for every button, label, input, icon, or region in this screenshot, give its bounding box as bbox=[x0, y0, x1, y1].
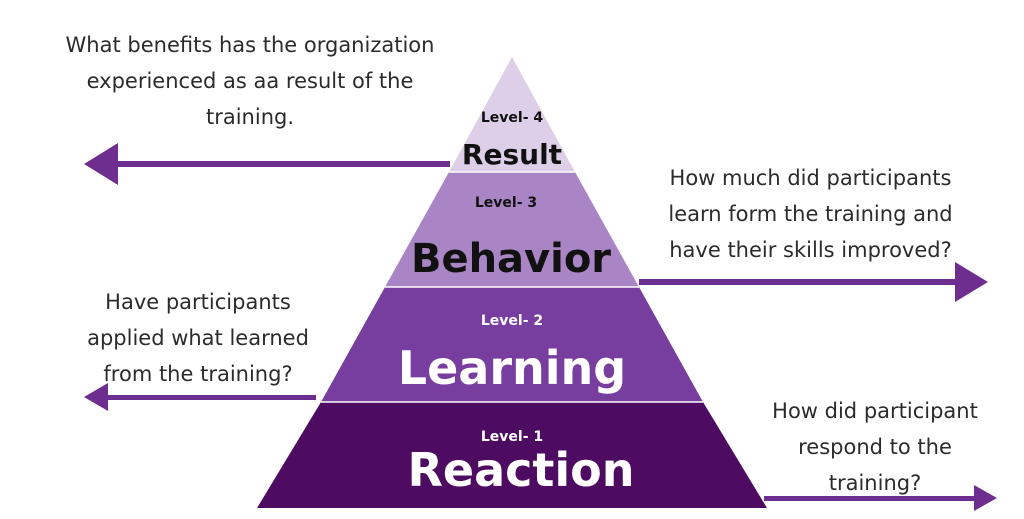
level-4-name: Result bbox=[462, 138, 562, 171]
level-3-name: Behavior bbox=[411, 236, 611, 282]
arrow-left-learning bbox=[84, 383, 316, 411]
arrow-right-behavior bbox=[639, 262, 988, 302]
question-learning: Have participants applied what learned f… bbox=[87, 290, 309, 386]
pyramid-tier-level-4 bbox=[449, 57, 575, 172]
arrow-right-reaction bbox=[764, 485, 997, 511]
level-2-name: Learning bbox=[398, 341, 626, 395]
pyramid-tier-level-2 bbox=[321, 287, 703, 402]
question-result: What benefits has the organization exper… bbox=[65, 33, 435, 129]
question-behavior: How much did participants learn form the… bbox=[668, 166, 953, 262]
level-1-name: Reaction bbox=[407, 443, 634, 497]
level-2-tag: Level- 2 bbox=[481, 313, 543, 329]
arrow-left-result bbox=[84, 143, 450, 185]
question-reaction: How did participant respond to the train… bbox=[772, 399, 978, 495]
level-3-tag: Level- 3 bbox=[475, 195, 537, 211]
pyramid-tier-level-1 bbox=[257, 402, 767, 508]
level-1-tag: Level- 1 bbox=[481, 429, 543, 445]
level-4-tag: Level- 4 bbox=[481, 110, 544, 126]
pyramid-tier-level-3 bbox=[385, 172, 639, 287]
